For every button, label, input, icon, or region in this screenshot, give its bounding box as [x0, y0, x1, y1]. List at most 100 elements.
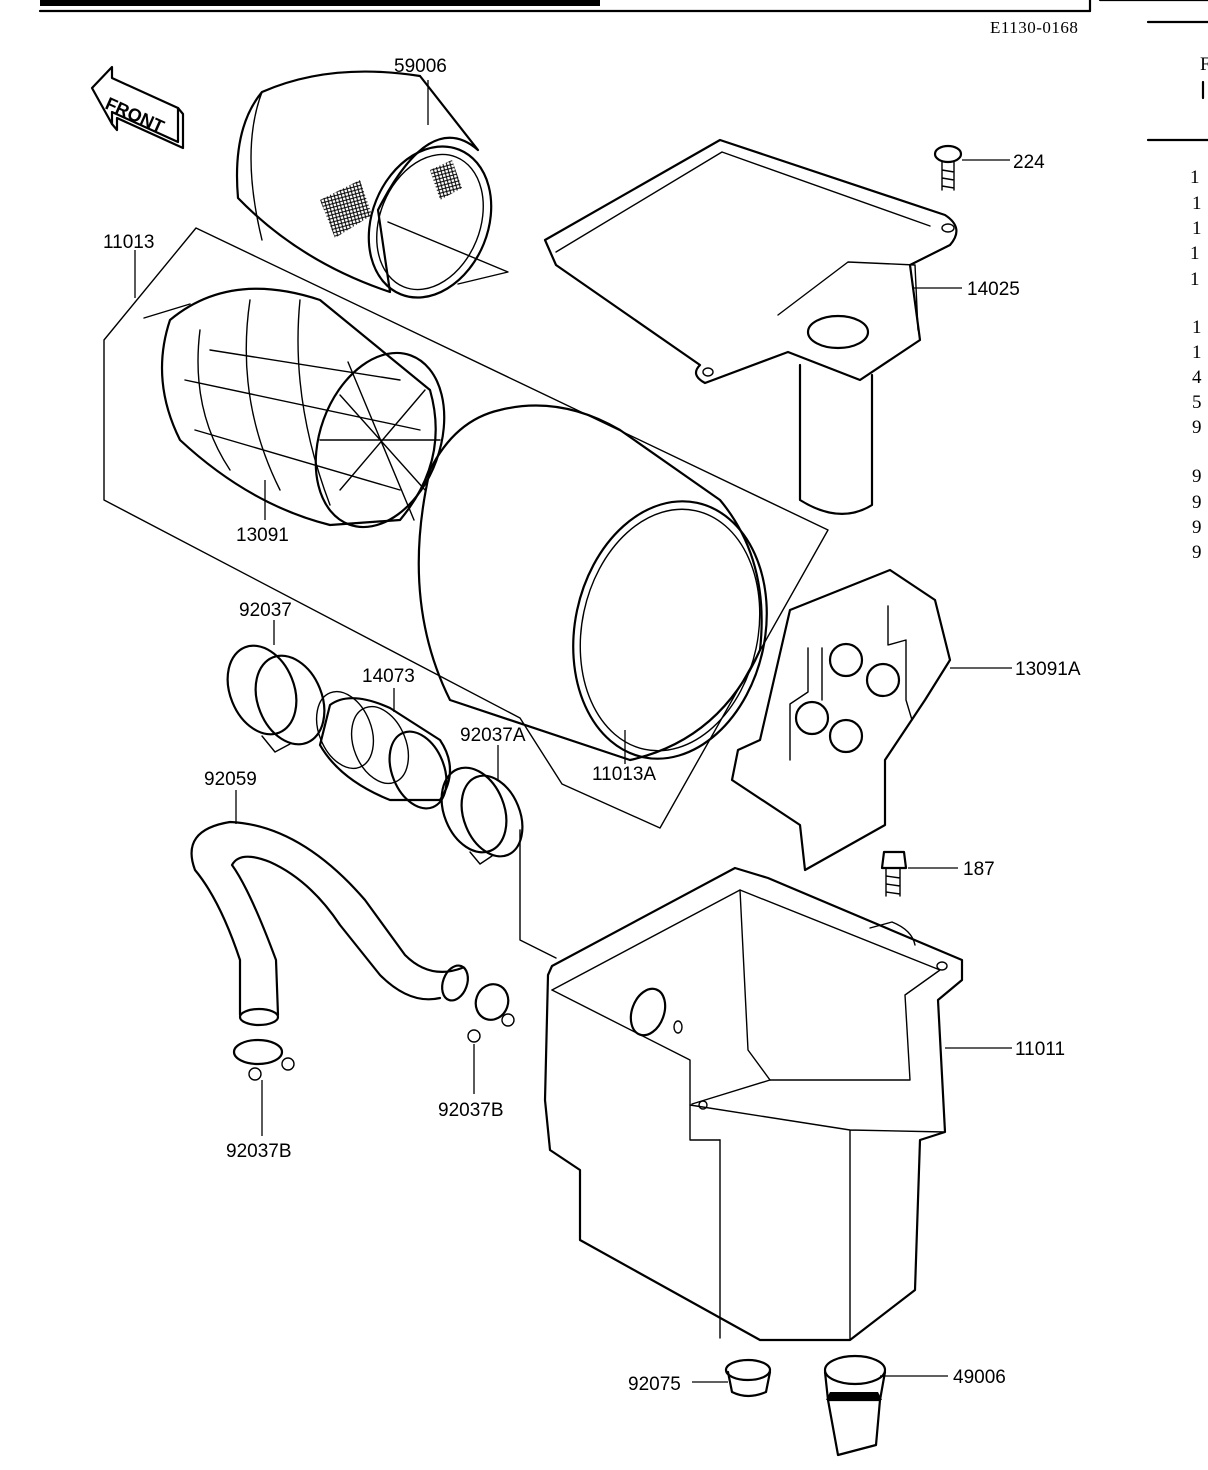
- clamp-92037A: [440, 766, 508, 854]
- housing-port: [629, 987, 667, 1037]
- clip-ring: [232, 1038, 284, 1066]
- air-box-housing-11011: [543, 866, 964, 1342]
- part-label: 187: [963, 859, 995, 880]
- housing-tab: [869, 921, 916, 946]
- cage-guide-line: [143, 303, 191, 319]
- front-arrow-shadow: [110, 106, 185, 150]
- right-column-fragments: F 1 1 1 1 1 1 1 4 5 9 9 9 9 9: [1190, 54, 1208, 563]
- tube-14073-rib: [350, 705, 410, 785]
- grommet-body: [726, 1370, 772, 1398]
- part-label: 14025: [967, 279, 1020, 300]
- margin-digit: 1: [1192, 317, 1202, 338]
- foam-element-end-inner: [579, 508, 761, 752]
- part-label: 92037B: [438, 1100, 504, 1121]
- mesh-screen-rim: [250, 91, 263, 241]
- cage-outline: [160, 287, 437, 527]
- cage-ribs: [184, 299, 421, 506]
- holder-plate-hole: [828, 718, 864, 754]
- cover-plate-inner-edge: [555, 151, 931, 253]
- clip-loop: [501, 1013, 515, 1027]
- snorkel-opening: [806, 314, 870, 350]
- tube-14073-end: [388, 730, 448, 810]
- part-label: 14073: [362, 666, 415, 687]
- bolt-187: [880, 850, 908, 897]
- hose-end-upper: [441, 964, 469, 1002]
- cage-end-spokes: [319, 361, 441, 521]
- margin-digit: 1: [1192, 342, 1202, 363]
- part-label: 224: [1013, 152, 1045, 173]
- margin-digit: 1: [1190, 243, 1200, 264]
- housing-lower-edges: [689, 1104, 946, 1341]
- screw-224: [933, 144, 963, 191]
- mesh-screen-end: [367, 145, 493, 299]
- clamp-92037-tab: [261, 735, 291, 753]
- margin-digit: 1: [1192, 218, 1202, 239]
- header-title-fragment: [40, 0, 600, 6]
- margin-digit: 9: [1192, 492, 1202, 513]
- part-label: 11013A: [592, 764, 656, 785]
- front-arrow: FRONT: [90, 65, 185, 150]
- mesh-screen-59006: [235, 70, 509, 299]
- part-label: 49006: [953, 1367, 1006, 1388]
- cover-plate-14025: [543, 138, 958, 515]
- margin-digit: 9: [1192, 417, 1202, 438]
- grommet-92075: [724, 1358, 772, 1398]
- mesh-hatch-side: [320, 180, 372, 238]
- part-label: 59006: [394, 56, 447, 77]
- element-frame-13091: [143, 287, 446, 529]
- margin-digit: 9: [1192, 466, 1202, 487]
- foam-element-end: [572, 500, 768, 760]
- part-label: 13091: [236, 525, 289, 546]
- part-label: 11011: [1015, 1039, 1065, 1060]
- mesh-screen-end-inner: [376, 153, 484, 291]
- front-arrow-label: FRONT: [102, 93, 167, 136]
- hose-end-lower: [238, 1007, 280, 1027]
- element-group-frame: [103, 227, 829, 829]
- part-label: 11013: [103, 232, 154, 253]
- clip-loop: [248, 1067, 262, 1081]
- foam-element-11013A: [417, 404, 768, 762]
- margin-digit: 1: [1190, 269, 1200, 290]
- holder-plate-13091A: [730, 568, 952, 872]
- part-label: 92037: [239, 600, 292, 621]
- part-label: 92037A: [460, 725, 526, 746]
- housing-screw-hole: [936, 961, 948, 971]
- margin-digit: 1: [1190, 167, 1200, 188]
- housing-small-hole: [673, 1020, 683, 1034]
- mesh-screen-body: [235, 70, 480, 294]
- hose-inner-edge: [230, 855, 442, 1017]
- clamp-92037-inner: [254, 654, 326, 746]
- margin-digit: 9: [1192, 517, 1202, 538]
- mesh-screen-guide: [387, 221, 509, 285]
- part-label: 92037B: [226, 1141, 292, 1162]
- leader-lines: [134, 80, 1012, 1383]
- housing-screw-hole: [698, 1100, 708, 1110]
- part-label: 13091A: [1015, 659, 1081, 680]
- clip-loop: [467, 1029, 481, 1043]
- cover-plate-raised-section: [777, 261, 919, 331]
- clamp-92037A-tab: [469, 851, 493, 865]
- clip-loop: [281, 1057, 295, 1071]
- holder-plate-hole: [865, 662, 901, 698]
- doc-code: E1130-0168: [990, 18, 1078, 37]
- housing-outline: [543, 866, 964, 1342]
- screw-head: [933, 144, 963, 164]
- part-labels: 59006 224 11013 14025 13091 92037 14073 …: [103, 56, 1081, 1395]
- holder-plate-hole: [828, 642, 864, 678]
- clamp-92037: [226, 644, 298, 736]
- bolt-head: [880, 850, 908, 870]
- cover-plate-outline: [543, 138, 958, 385]
- margin-digit: 1: [1192, 193, 1202, 214]
- bolt-thread: [885, 867, 901, 897]
- margin-digit: 5: [1192, 392, 1202, 413]
- screw-thread: [941, 161, 955, 191]
- mesh-hatch-end: [430, 160, 462, 200]
- part-label: 92059: [204, 769, 257, 790]
- cover-plate-hole: [941, 223, 955, 233]
- tube-alignment-line: [519, 829, 557, 959]
- clip-92037B-right: [467, 983, 515, 1043]
- holder-plate-ribs: [789, 605, 913, 761]
- drain-valve-spout: [826, 1398, 882, 1457]
